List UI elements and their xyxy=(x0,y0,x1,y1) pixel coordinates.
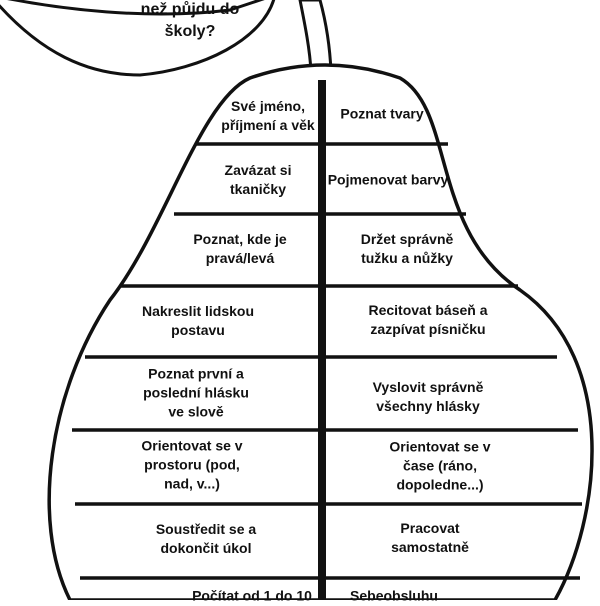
left-item-6: Orientovat se v prostoru (pod, nad, v...… xyxy=(141,437,243,492)
center-divider xyxy=(318,80,326,600)
right-item-6: Orientovat se v čase (ráno, dopoledne...… xyxy=(389,438,491,493)
right-item-4: Recitovat báseň a zazpívat písničku xyxy=(368,302,488,337)
right-item-3: Držet správně tužku a nůžky xyxy=(360,231,454,266)
leaf-shape xyxy=(0,0,276,77)
right-item-8: Sebeobsluhu xyxy=(350,587,438,604)
leaf-title: Co než půjdu do školy? xyxy=(140,1,240,40)
left-item-7: Soustředit se a dokončit úkol xyxy=(155,521,257,556)
stem-shape xyxy=(298,0,333,74)
left-item-8: Počítat od 1 do 10 xyxy=(192,587,312,604)
right-item-2: Pojmenovat barvy xyxy=(327,171,449,188)
left-item-2: Zavázat si tkaničky xyxy=(224,162,292,197)
left-item-4: Nakreslit lidskou postavu xyxy=(141,303,255,338)
left-item-3: Poznat, kde je pravá/levá xyxy=(193,231,287,266)
left-item-5: Poznat první a poslední hlásku ve slově xyxy=(143,365,249,420)
left-item-1: Své jméno, příjmení a věk xyxy=(221,98,315,133)
right-item-7: Pracovat samostatně xyxy=(391,520,469,555)
right-item-1: Poznat tvary xyxy=(340,105,424,122)
right-item-5: Vyslovit správně všechny hlásky xyxy=(372,379,484,414)
